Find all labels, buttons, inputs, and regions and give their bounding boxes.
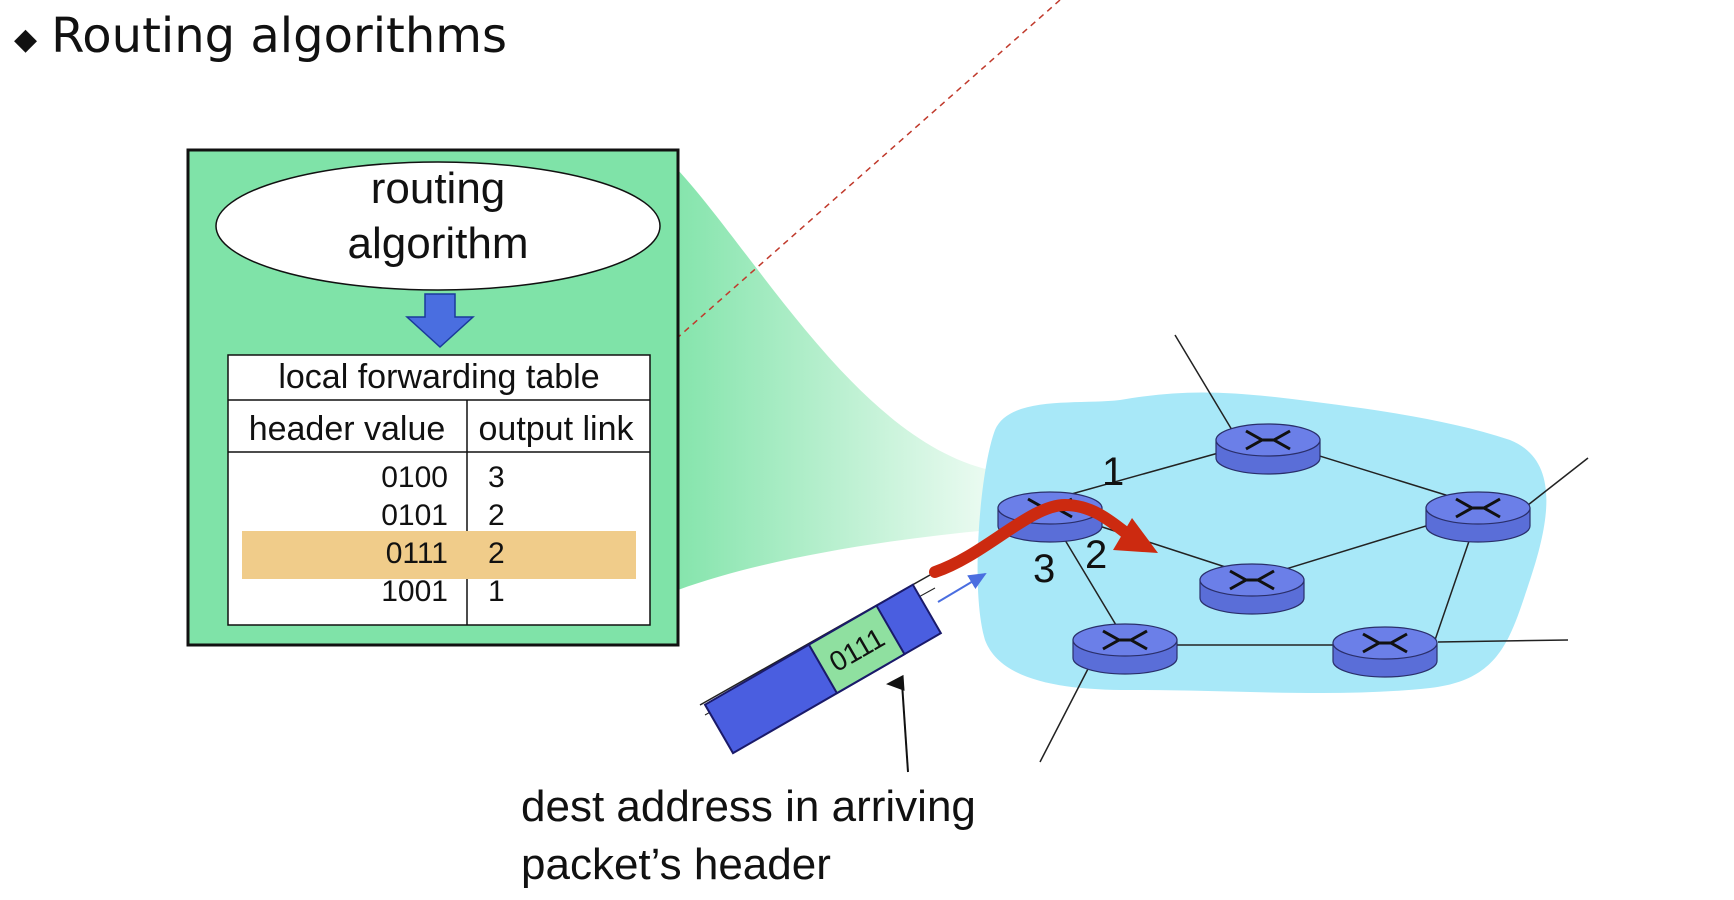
- bullet-diamond-icon: ◆: [14, 21, 38, 57]
- forwarding-arrow: [929, 498, 1141, 578]
- router-icon: [1425, 491, 1531, 543]
- router-box: routing algorithm local forwarding table…: [186, 148, 680, 647]
- link-label-3: 3: [1033, 547, 1055, 591]
- caption-line-2: packet’s header: [521, 840, 831, 889]
- network-cloud: [977, 392, 1547, 694]
- table-cell-output-link: 1: [488, 575, 505, 608]
- router-icon: [1072, 623, 1178, 675]
- external-link: [1174, 334, 1233, 431]
- table-title: local forwarding table: [278, 358, 599, 396]
- router-icon: [1215, 423, 1321, 475]
- zoom-fan: [678, 170, 990, 590]
- table-cell-header-value: 0101: [381, 499, 448, 532]
- dashed-pointer: [650, 0, 1061, 362]
- table-cell-header-value: 0111: [386, 537, 448, 570]
- slide-heading: Routing algorithms: [51, 8, 508, 64]
- packet: 0111: [703, 583, 943, 755]
- link-label-2: 2: [1085, 533, 1107, 577]
- routing-algorithm-ellipse: [215, 161, 661, 291]
- table-cell-header-value: 1001: [381, 575, 448, 608]
- router-icon: [1332, 626, 1438, 678]
- external-link: [1527, 457, 1589, 506]
- caption-pointer-arrow: [886, 674, 909, 773]
- table-cell-output-link: 2: [488, 499, 505, 532]
- down-arrow-icon: [405, 293, 475, 349]
- packet-direction-arrow: [937, 572, 987, 603]
- slide-bullet: ◆ Routing algorithms: [14, 8, 507, 64]
- table-header-value: header value: [249, 410, 446, 448]
- table-header-link: output link: [479, 410, 635, 448]
- link-label-1: 1: [1102, 450, 1124, 494]
- router-icon: [1199, 563, 1305, 615]
- packet-header: [807, 604, 906, 695]
- routing-algorithm-label-line1: routing: [371, 164, 506, 213]
- table-cell-header-value: 0100: [381, 461, 448, 494]
- table-cell-output-link: 3: [488, 461, 505, 494]
- routing-algorithm-label-line2: algorithm: [348, 219, 529, 268]
- external-link: [1039, 664, 1091, 763]
- external-link: [1437, 639, 1569, 643]
- table-row-highlight: [242, 531, 636, 579]
- caption-line-1: dest address in arriving: [521, 782, 976, 831]
- table-cell-output-link: 2: [488, 537, 505, 570]
- forwarding-arrowhead: [1113, 518, 1158, 553]
- caption: dest address in arriving packet’s header: [521, 778, 976, 894]
